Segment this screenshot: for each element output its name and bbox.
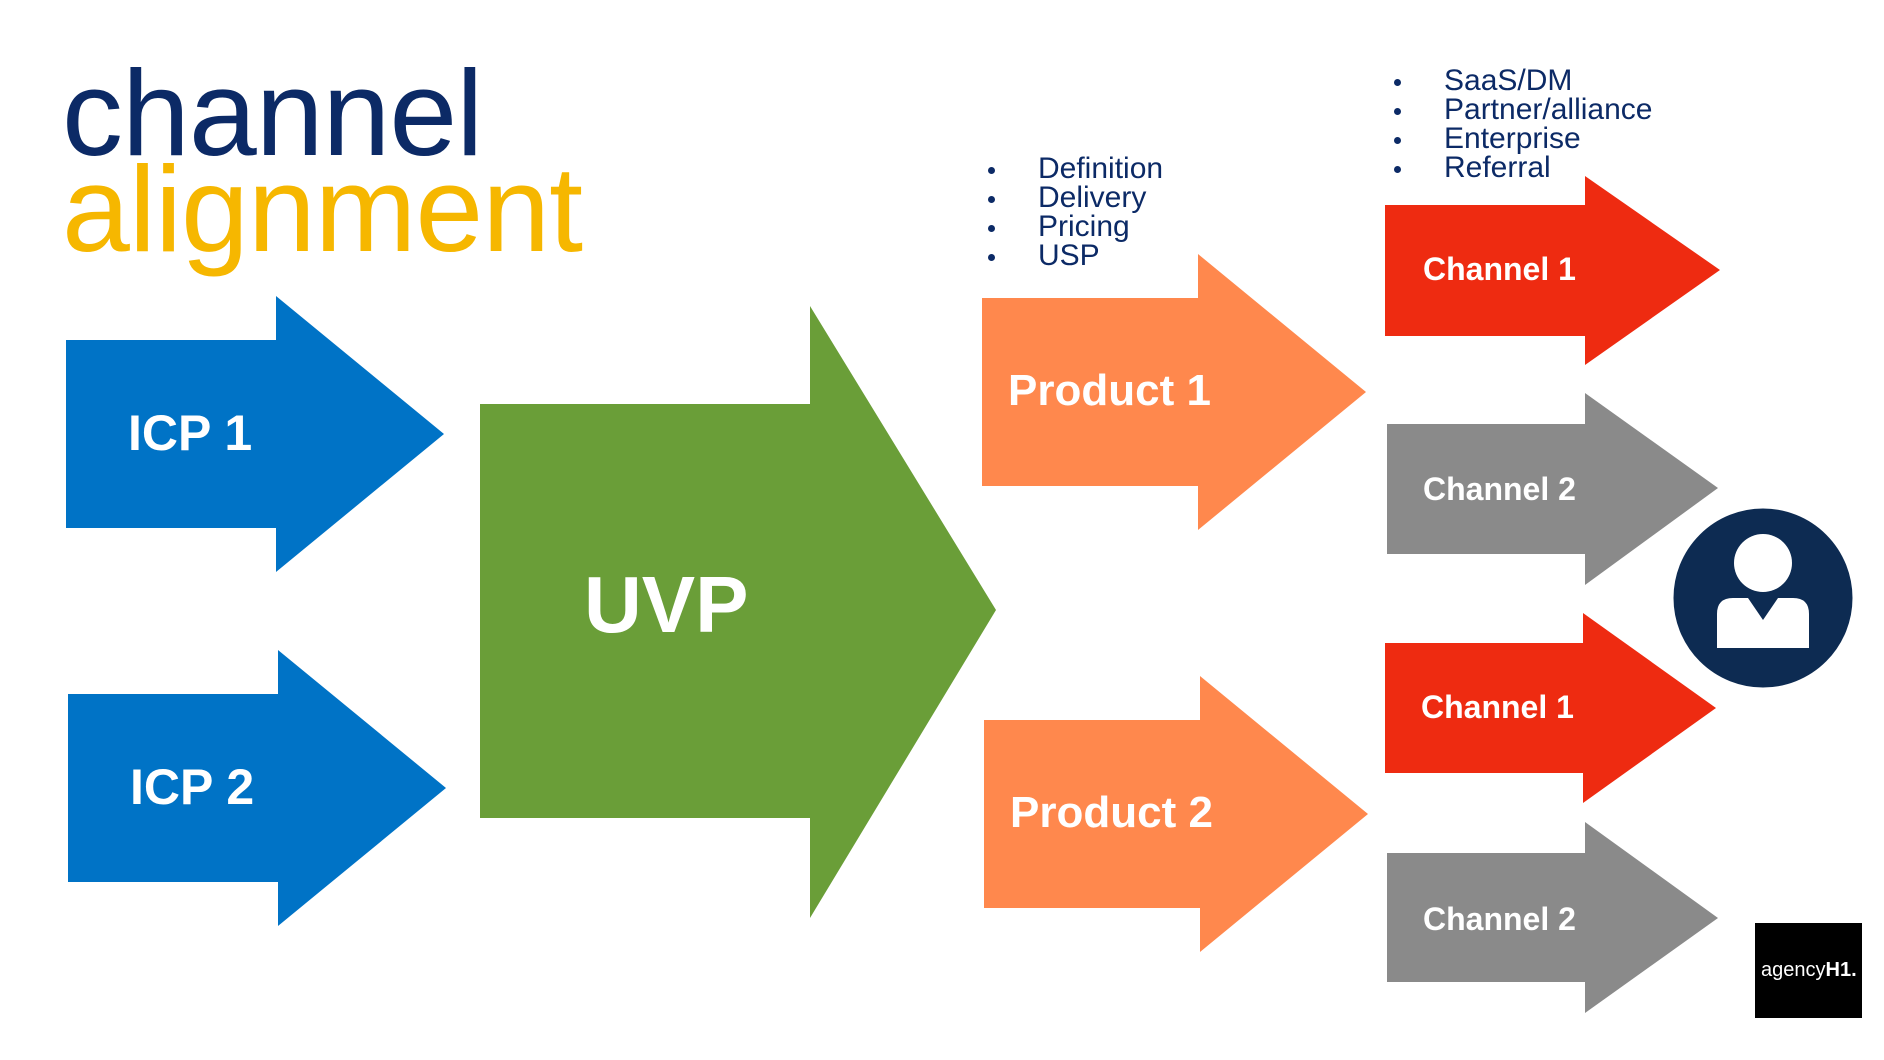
icp-2-arrow: ICP 2 [68, 650, 446, 926]
logo-prefix: agency [1761, 959, 1826, 981]
channel-2-bottom-label: Channel 2 [1423, 901, 1576, 937]
channel-2-bottom-arrow-shape [1387, 822, 1718, 1013]
user-icon [1670, 505, 1856, 691]
user-icon-body [1717, 598, 1809, 648]
list-item: Referral [1390, 153, 1652, 183]
product-1-arrow-shape [982, 254, 1366, 530]
channel-2-top-arrow-shape [1387, 393, 1718, 585]
uvp-label: UVP [584, 560, 749, 649]
uvp-arrow-shape [480, 306, 996, 918]
channel-1-bottom-label: Channel 1 [1421, 689, 1574, 725]
user-icon-head [1734, 534, 1792, 592]
list-item: Definition [984, 154, 1163, 184]
title-alignment: alignment [62, 141, 583, 277]
list-item: SaaS/DM [1390, 66, 1652, 96]
icp-1-arrow-shape [66, 296, 444, 572]
product-1-arrow: Product 1 [982, 254, 1366, 530]
list-item: USP [984, 241, 1163, 271]
channel-1-arrow-top: Channel 1 [1385, 176, 1720, 365]
product-2-arrow: Product 2 [984, 676, 1368, 952]
channel-1-bottom-arrow-shape [1385, 613, 1716, 803]
icp-2-label: ICP 2 [130, 759, 254, 815]
title-channel: channel [62, 45, 483, 181]
channel-2-arrow-top: Channel 2 [1387, 393, 1718, 585]
channel-1-top-label: Channel 1 [1423, 251, 1576, 287]
channel-1-top-arrow-shape [1385, 176, 1720, 365]
product-2-label: Product 2 [1010, 788, 1213, 837]
product-2-arrow-shape [984, 676, 1368, 952]
channel-types-list: SaaS/DM Partner/alliance Enterprise Refe… [1390, 66, 1652, 183]
product-1-label: Product 1 [1008, 366, 1211, 415]
list-item: Pricing [984, 212, 1163, 242]
icp-1-label: ICP 1 [128, 405, 252, 461]
channel-1-arrow-bottom: Channel 1 [1385, 613, 1716, 803]
channel-2-top-label: Channel 2 [1423, 471, 1576, 507]
logo-suffix: H1. [1825, 959, 1857, 981]
product-attributes-list: Definition Delivery Pricing USP [984, 154, 1163, 271]
list-item: Delivery [984, 183, 1163, 213]
list-item: Partner/alliance [1390, 95, 1652, 125]
icp-2-arrow-shape [68, 650, 446, 926]
channel-2-arrow-bottom: Channel 2 [1387, 822, 1718, 1013]
uvp-arrow: UVP [480, 306, 996, 918]
list-item: Enterprise [1390, 124, 1652, 154]
icp-1-arrow: ICP 1 [66, 296, 444, 572]
